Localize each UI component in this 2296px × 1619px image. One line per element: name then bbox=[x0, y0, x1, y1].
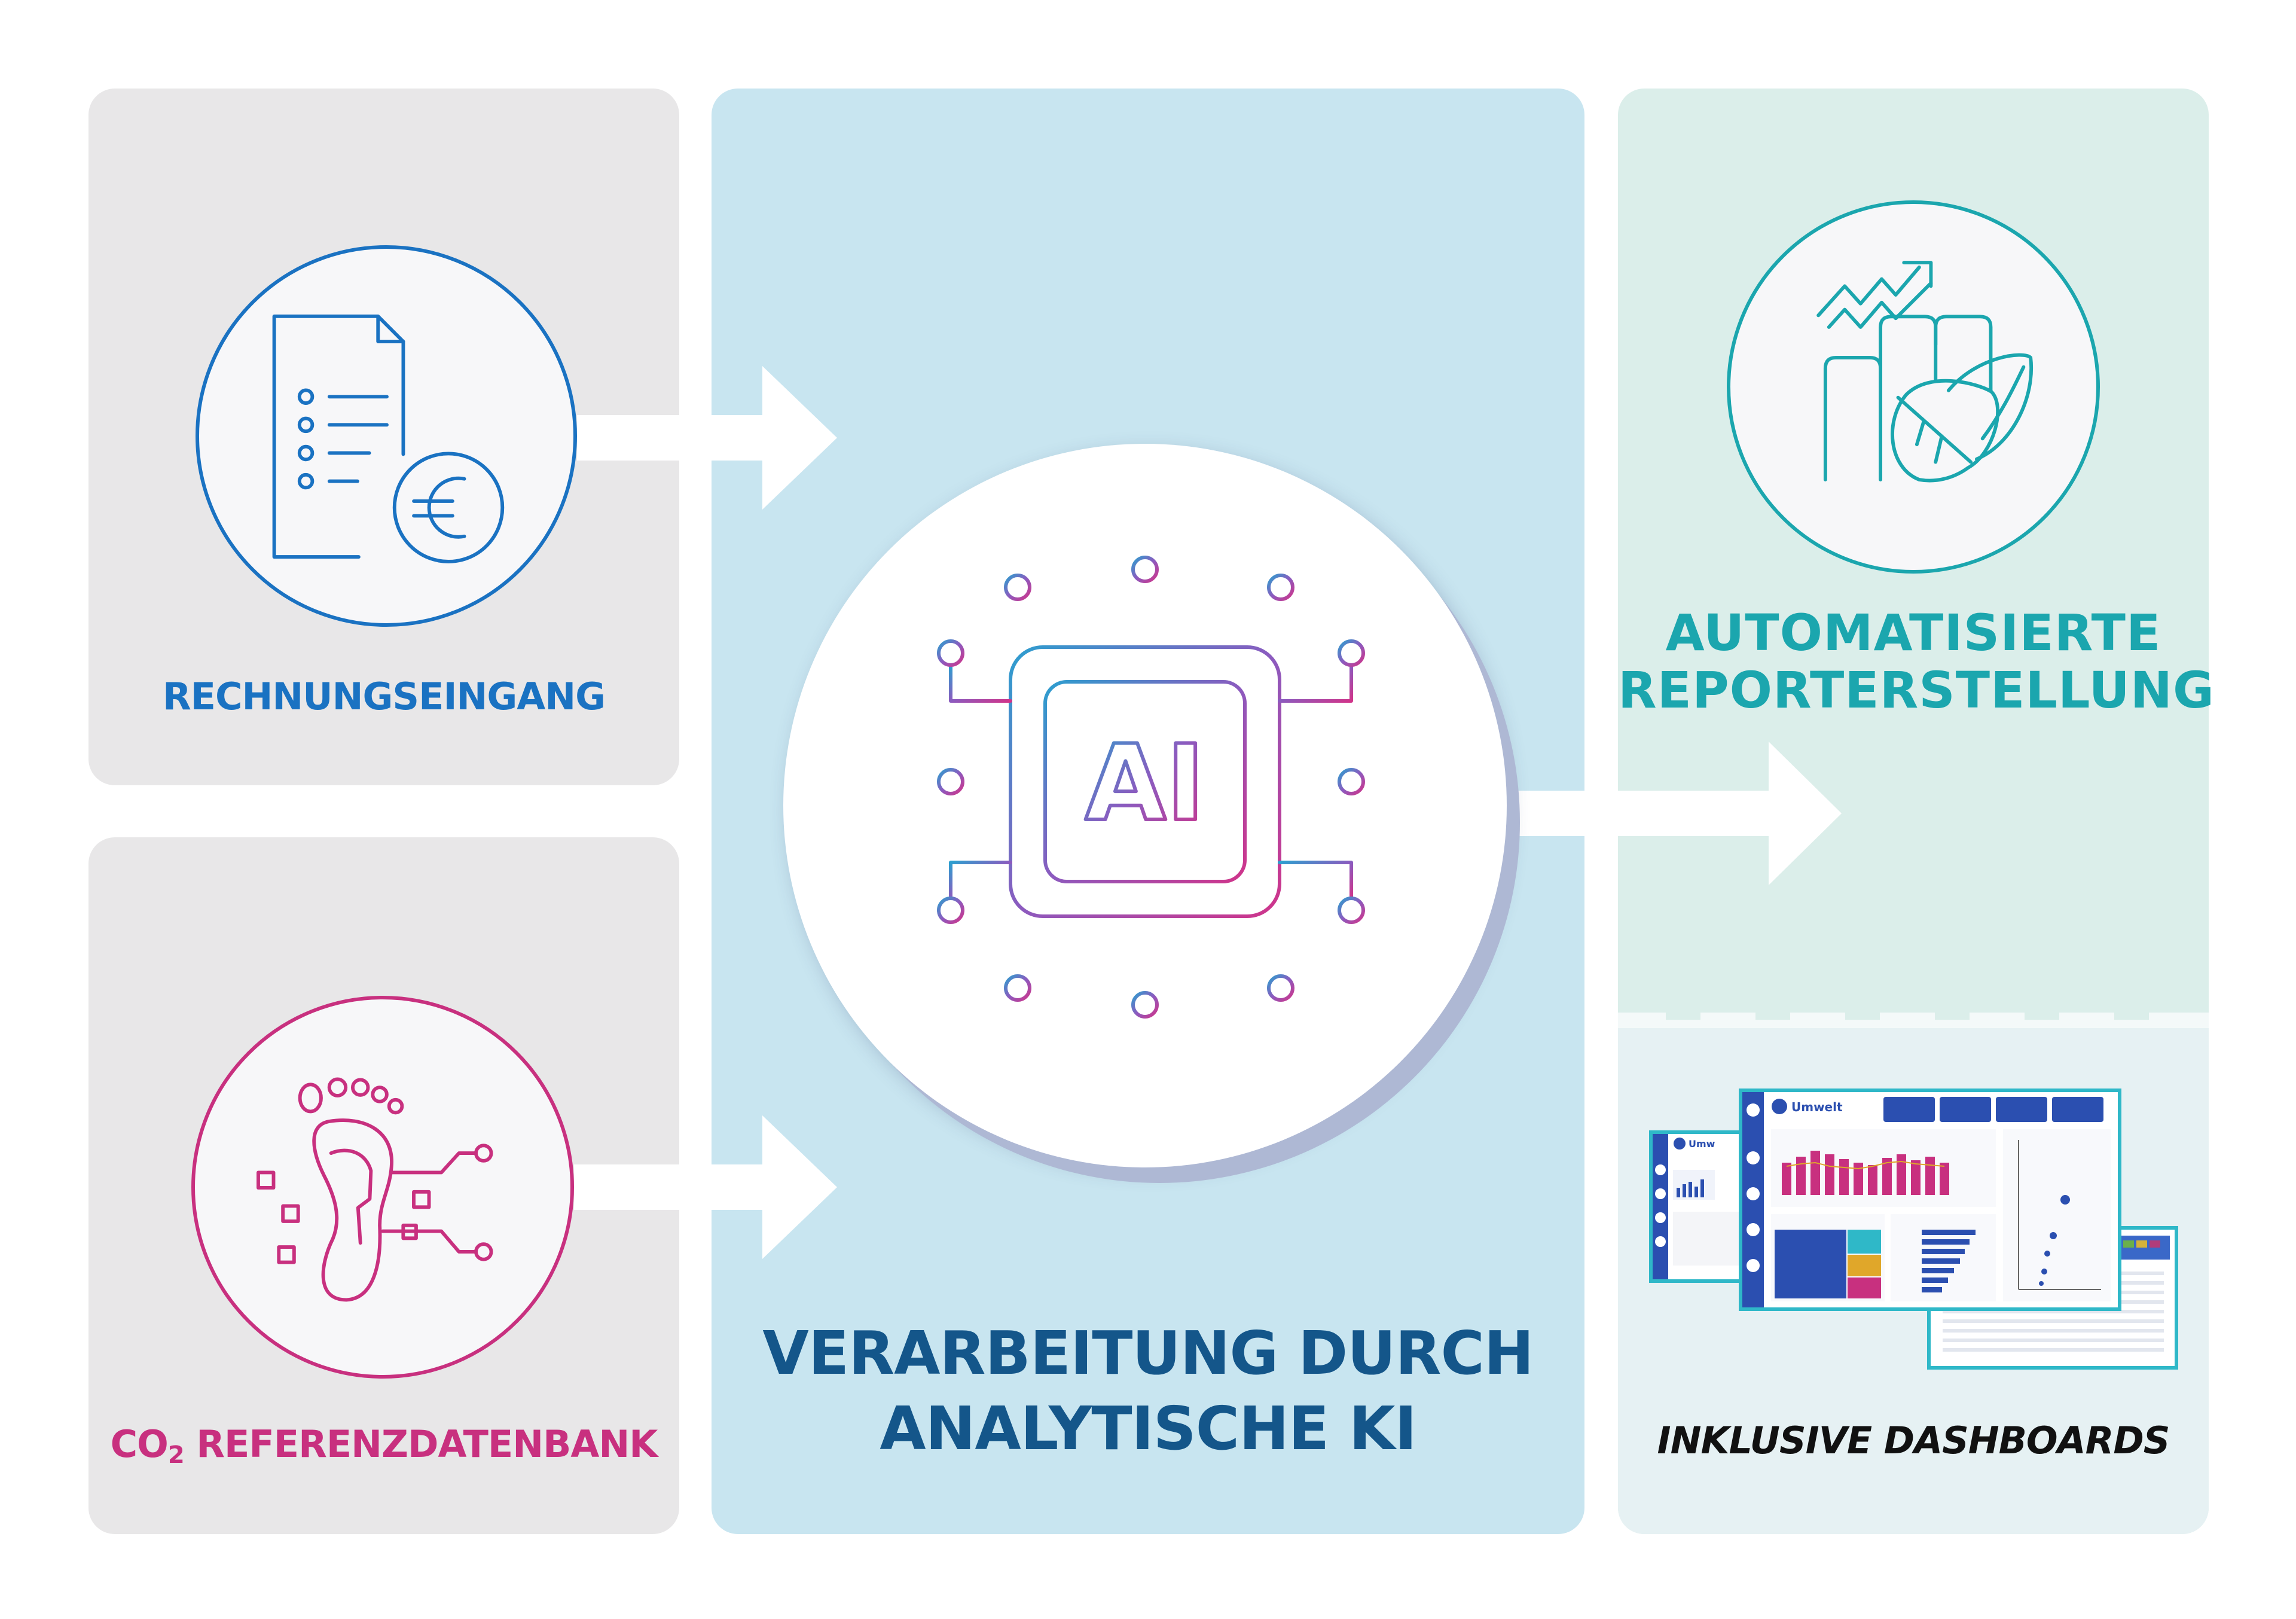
report-title-line2: REPORTERSTELLUNG bbox=[1618, 661, 2215, 719]
ai-title-line2: ANALYTISCHE KI bbox=[880, 1394, 1416, 1463]
co2-label-subscript: 2 bbox=[167, 1441, 185, 1469]
dashboard-screen-main: Umwelt bbox=[1739, 1089, 2121, 1311]
co2-label-prefix: CO bbox=[110, 1422, 169, 1466]
ai-processing-title: VERARBEITUNG DURCH ANALYTISCHE KI bbox=[712, 1316, 1584, 1466]
ai-chip-icon: AI bbox=[783, 444, 1507, 1167]
footprint-icon bbox=[191, 996, 574, 1379]
ai-chip-text: AI bbox=[1085, 723, 1205, 844]
dashboard-screenshots: Umw bbox=[1649, 1089, 2187, 1376]
dashboard-screen-title: Umwelt bbox=[1791, 1100, 1843, 1114]
ai-title-line1: VERARBEITUNG DURCH bbox=[762, 1318, 1534, 1388]
report-title-line1: AUTOMATISIERTE bbox=[1665, 603, 2161, 662]
co2-database-label: CO2 REFERENZDATENBANK bbox=[88, 1422, 679, 1469]
dashboard-side-title: Umw bbox=[1689, 1138, 1715, 1150]
invoice-label: RECHNUNGSEINGANG bbox=[162, 675, 606, 718]
dashed-divider bbox=[1618, 1013, 2209, 1028]
arrow-right-icon bbox=[1507, 742, 1842, 885]
report-title: AUTOMATISIERTE REPORTERSTELLUNG bbox=[1618, 603, 2215, 719]
arrow-right-icon bbox=[574, 1115, 837, 1259]
growth-leaf-icon bbox=[1727, 200, 2100, 574]
co2-label-rest: REFERENZDATENBANK bbox=[184, 1422, 658, 1466]
dashboards-label: INKLUSIVE DASHBOARDS bbox=[1657, 1419, 2170, 1462]
arrow-right-icon bbox=[577, 366, 837, 510]
invoice-euro-icon bbox=[196, 245, 577, 627]
